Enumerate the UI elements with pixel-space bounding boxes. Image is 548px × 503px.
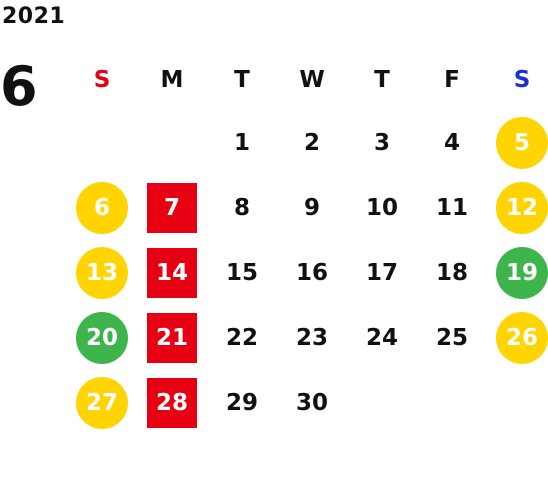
day-number: 6 <box>76 181 128 234</box>
day-cell: 16 <box>277 240 347 305</box>
day-number: 17 <box>365 259 398 286</box>
day-number: 21 <box>147 312 197 363</box>
day-number: 12 <box>496 181 548 234</box>
day-cell: 15 <box>207 240 277 305</box>
day-cell: 7 <box>137 175 207 240</box>
day-cell: 10 <box>347 175 417 240</box>
day-cell: 17 <box>347 240 417 305</box>
day-number: 11 <box>435 194 468 221</box>
day-cell: 4 <box>417 110 487 175</box>
weekday-label: S <box>93 67 111 93</box>
day-cell: 29 <box>207 370 277 435</box>
weekday-label: F <box>444 67 460 93</box>
weekday-label: T <box>234 67 250 93</box>
day-number: 18 <box>435 259 468 286</box>
day-cell: 20 <box>67 305 137 370</box>
day-number: 9 <box>303 194 320 221</box>
week-row: 1 2 3 4 5 <box>67 110 548 175</box>
day-number: 24 <box>365 324 398 351</box>
day-number: 7 <box>147 182 197 233</box>
weekday-header-sun: S <box>67 50 137 110</box>
day-number: 2 <box>303 129 320 156</box>
weekday-label: T <box>374 67 390 93</box>
week-row: 13 14 15 16 17 18 19 <box>67 240 548 305</box>
day-number: 15 <box>225 259 258 286</box>
weekday-header-thu: T <box>347 50 417 110</box>
day-cell: 12 <box>487 175 548 240</box>
week-row: 27 28 29 30 <box>67 370 548 435</box>
day-cell <box>487 370 548 435</box>
day-number: 10 <box>365 194 398 221</box>
day-number: 27 <box>76 376 128 429</box>
day-number: 28 <box>147 377 197 428</box>
day-number <box>146 117 198 169</box>
weekday-header-sat: S <box>487 50 548 110</box>
day-cell: 30 <box>277 370 347 435</box>
day-number <box>356 377 408 429</box>
weekday-header-fri: F <box>417 50 487 110</box>
weekday-label: M <box>160 67 184 93</box>
weekday-label: S <box>513 67 531 93</box>
day-cell: 19 <box>487 240 548 305</box>
day-number: 5 <box>496 116 548 169</box>
weekday-header-mon: M <box>137 50 207 110</box>
calendar-grid: S M T W T F S 1 2 3 4 5 6 7 8 9 10 11 12… <box>67 50 548 435</box>
day-number: 23 <box>295 324 328 351</box>
day-number: 4 <box>443 129 460 156</box>
day-cell: 21 <box>137 305 207 370</box>
day-cell: 24 <box>347 305 417 370</box>
weekday-label: W <box>299 67 325 93</box>
day-cell: 25 <box>417 305 487 370</box>
day-cell: 22 <box>207 305 277 370</box>
day-cell: 28 <box>137 370 207 435</box>
weekday-header-row: S M T W T F S <box>67 50 548 110</box>
day-cell <box>347 370 417 435</box>
day-cell: 6 <box>67 175 137 240</box>
day-number: 20 <box>76 311 128 364</box>
day-cell <box>137 110 207 175</box>
day-number <box>426 377 478 429</box>
day-cell: 18 <box>417 240 487 305</box>
day-number: 30 <box>295 389 328 416</box>
day-number: 13 <box>76 246 128 299</box>
day-number: 3 <box>373 129 390 156</box>
day-number <box>496 377 548 429</box>
day-number: 8 <box>233 194 250 221</box>
day-cell: 27 <box>67 370 137 435</box>
day-cell: 1 <box>207 110 277 175</box>
day-number: 22 <box>225 324 258 351</box>
day-number: 19 <box>496 246 548 299</box>
day-cell <box>417 370 487 435</box>
day-cell: 5 <box>487 110 548 175</box>
day-cell: 23 <box>277 305 347 370</box>
day-cell: 8 <box>207 175 277 240</box>
day-number: 1 <box>233 129 250 156</box>
calendar-year: 2021 <box>2 4 66 29</box>
day-number: 26 <box>496 311 548 364</box>
day-cell: 2 <box>277 110 347 175</box>
day-cell: 13 <box>67 240 137 305</box>
day-number <box>76 117 128 169</box>
week-row: 20 21 22 23 24 25 26 <box>67 305 548 370</box>
week-row: 6 7 8 9 10 11 12 <box>67 175 548 240</box>
day-cell: 14 <box>137 240 207 305</box>
day-cell <box>67 110 137 175</box>
day-cell: 3 <box>347 110 417 175</box>
day-number: 25 <box>435 324 468 351</box>
day-cell: 9 <box>277 175 347 240</box>
day-number: 14 <box>147 247 197 298</box>
day-number: 29 <box>225 389 258 416</box>
day-number: 16 <box>295 259 328 286</box>
weekday-header-tue: T <box>207 50 277 110</box>
weekday-header-wed: W <box>277 50 347 110</box>
day-cell: 11 <box>417 175 487 240</box>
day-cell: 26 <box>487 305 548 370</box>
calendar-month: 6 <box>0 55 38 118</box>
